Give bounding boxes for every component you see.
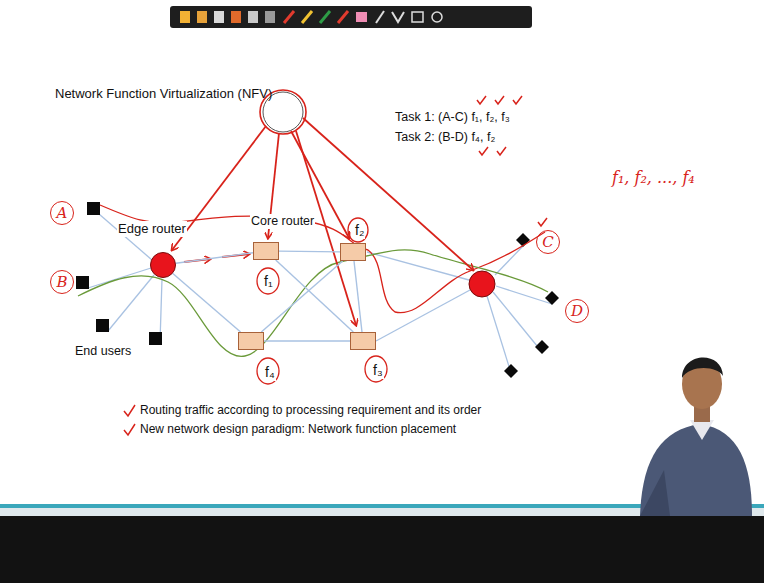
function-label: f₂ bbox=[354, 222, 365, 239]
end-user-letter: B bbox=[50, 270, 74, 294]
annotation-toolbar bbox=[170, 6, 532, 28]
edge-router: Edge router bbox=[150, 252, 176, 278]
letter-label: C bbox=[542, 233, 553, 251]
router-label: Edge router bbox=[117, 221, 187, 237]
presenter-video bbox=[640, 357, 752, 516]
network-link bbox=[173, 273, 241, 332]
core-router-box: f₄ bbox=[238, 332, 264, 350]
letter-label: A bbox=[57, 204, 68, 222]
function-label: f₁ bbox=[263, 273, 274, 290]
check-mark bbox=[124, 96, 547, 435]
task-line: Task 1: (A-C) f₁, f₂, f₃ bbox=[395, 110, 510, 125]
network-link bbox=[261, 261, 342, 332]
core-router-box: f₁ bbox=[253, 242, 279, 260]
slide-title: Network Function Virtualization (NFV) bbox=[55, 86, 272, 102]
task-path-red bbox=[100, 205, 545, 313]
letter-label: B bbox=[56, 273, 67, 291]
bullet-text: New network design paradigm: Network fun… bbox=[140, 422, 456, 436]
letter-label: D bbox=[571, 302, 583, 320]
end-user-letter: C bbox=[536, 230, 560, 254]
handwritten-note: f₁, f₂, ..., f₄ bbox=[612, 168, 695, 187]
edge-router-circle bbox=[469, 271, 495, 297]
network-link bbox=[276, 260, 354, 332]
dark-band bbox=[0, 516, 764, 583]
network-link bbox=[176, 253, 253, 263]
core-router-box: f₂ bbox=[340, 243, 366, 261]
end-user-links bbox=[88, 214, 552, 376]
function-label: f₃ bbox=[372, 362, 384, 379]
end-user-letter: D bbox=[565, 299, 589, 323]
function-label: f₄ bbox=[264, 364, 276, 381]
task-line: Task 2: (B-D) f₄, f₂ bbox=[395, 130, 495, 145]
task-path-green bbox=[78, 250, 548, 357]
end-users-label: End users bbox=[75, 344, 131, 359]
network-link bbox=[264, 341, 350, 342]
bullet-text: Routing traffic according to processing … bbox=[140, 403, 481, 417]
core-router-box: f₃ bbox=[350, 332, 376, 350]
end-user-letter: A bbox=[50, 201, 74, 225]
network-link bbox=[279, 251, 340, 253]
end-user-diamond bbox=[504, 233, 559, 378]
control-arrow bbox=[172, 118, 473, 325]
core-router-label: Core router bbox=[250, 214, 315, 229]
network-link bbox=[354, 261, 362, 332]
